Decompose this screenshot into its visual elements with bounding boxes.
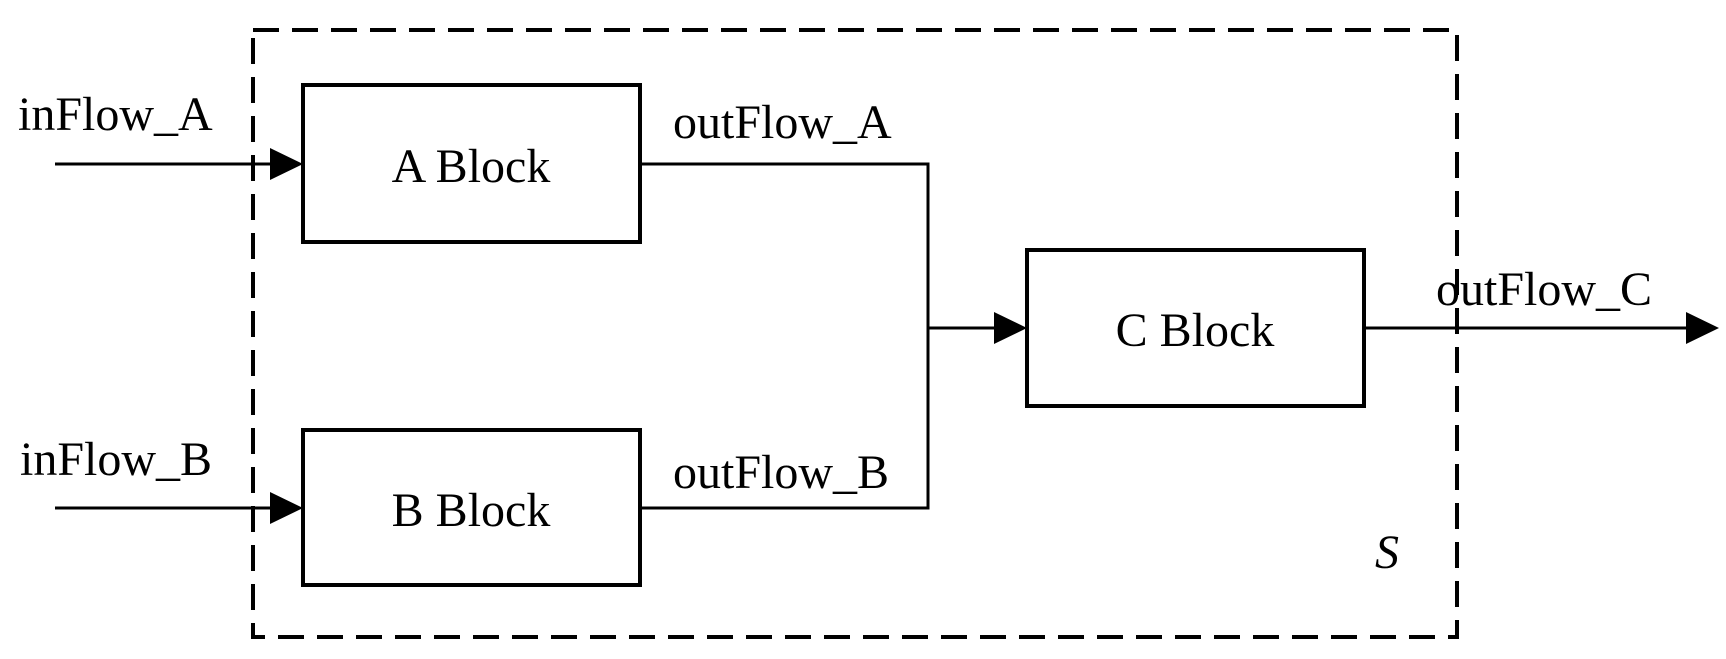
inflow-a-arrowhead [270,148,303,180]
inflow-b-arrowhead [270,492,303,524]
outflow-c-arrowhead [1686,312,1719,344]
outflow-c-label: outFlow_C [1436,263,1652,316]
outflow-b-line [640,328,930,510]
block-c-label: C Block [1116,304,1275,357]
block-c [1025,248,1366,408]
merge-arrowhead [994,312,1027,344]
inflow-b-label: inFlow_B [20,433,212,486]
block-b [301,428,642,587]
block-b-label: B Block [392,484,551,537]
outflow-a-label: outFlow_A [673,96,892,149]
outflow-b-label: outFlow_B [673,446,889,499]
inflow-a-label: inFlow_A [18,88,213,141]
block-a-label: A Block [392,140,551,193]
block-a [301,83,642,244]
outflow-a-line [640,162,930,328]
system-label: S [1375,526,1399,579]
system-boundary [251,28,1459,639]
